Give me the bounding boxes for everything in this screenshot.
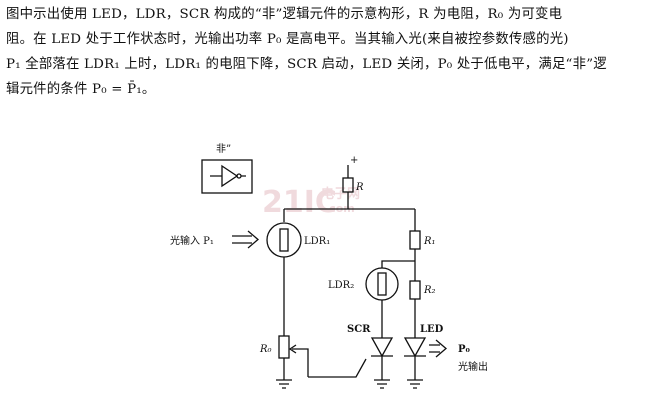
ldr1-circle (266, 222, 302, 258)
label-led: LED (420, 324, 444, 335)
ldr2-element (377, 272, 387, 296)
label-r: R (355, 182, 364, 193)
label-scr: SCR (347, 324, 371, 335)
paragraph-line-3: P₁ 全部落在 LDR₁ 上时，LDR₁ 的电阻下降，SCR 启动，LED 关闭… (6, 57, 607, 72)
not-gate-bubble (236, 173, 242, 179)
diagram-labels: 非” + R R₁ R₂ R₀ LDR₁ LDR₂ SCR LED 光输入 P₁… (170, 143, 488, 373)
resistor-r1 (409, 230, 421, 250)
ldr1-element (279, 228, 289, 252)
label-symbol: 非” (216, 143, 231, 155)
paragraph-line-1: 图中示出使用 LED，LDR，SCR 构成的“非”逻辑元件的示意构形，R 为电阻… (6, 7, 563, 22)
ground-left-icon (276, 379, 292, 389)
scr-triangle (370, 337, 394, 358)
resistor-r2 (409, 280, 421, 300)
ground-led-icon (407, 379, 423, 389)
wire-r0-wiper (292, 348, 309, 377)
not-gate-triangle (210, 164, 246, 188)
watermark: 21IC 电子网 .com (262, 185, 360, 220)
watermark-brand: 21IC (262, 185, 337, 220)
label-r2: R₂ (423, 285, 436, 296)
paragraph-line-4: 辑元件的条件 P₀ = P̄₁。 (6, 82, 156, 97)
output-light-arrow (429, 339, 448, 358)
label-output-caption: 光输出 (458, 360, 488, 373)
label-r1: R₁ (423, 236, 436, 247)
not-gate-symbol-box (201, 159, 253, 194)
resistor-r0 (278, 335, 290, 359)
description-paragraph: 图中示出使用 LED，LDR，SCR 构成的“非”逻辑元件的示意构形，R 为电阻… (6, 2, 662, 102)
label-ldr1: LDR₁ (304, 236, 330, 247)
label-input: 光输入 P₁ (170, 234, 214, 247)
watermark-cn: 电子网 (321, 186, 360, 202)
led-triangle (403, 337, 427, 358)
label-ldr2: LDR₂ (328, 280, 354, 291)
ground-scr-icon (374, 379, 390, 389)
label-plus: + (350, 155, 358, 166)
wire-r0-to-scr-gate (308, 358, 367, 378)
wire-to-ldr2 (381, 260, 415, 268)
input-light-arrow (232, 230, 260, 249)
label-output: P₀ (458, 344, 471, 355)
label-r0: R₀ (259, 344, 272, 355)
paragraph-line-2: 阻。在 LED 处于工作状态时，光输出功率 P₀ 是高电平。当其输入光(来自被控… (6, 32, 569, 47)
r0-wiper-arrow (288, 344, 297, 354)
